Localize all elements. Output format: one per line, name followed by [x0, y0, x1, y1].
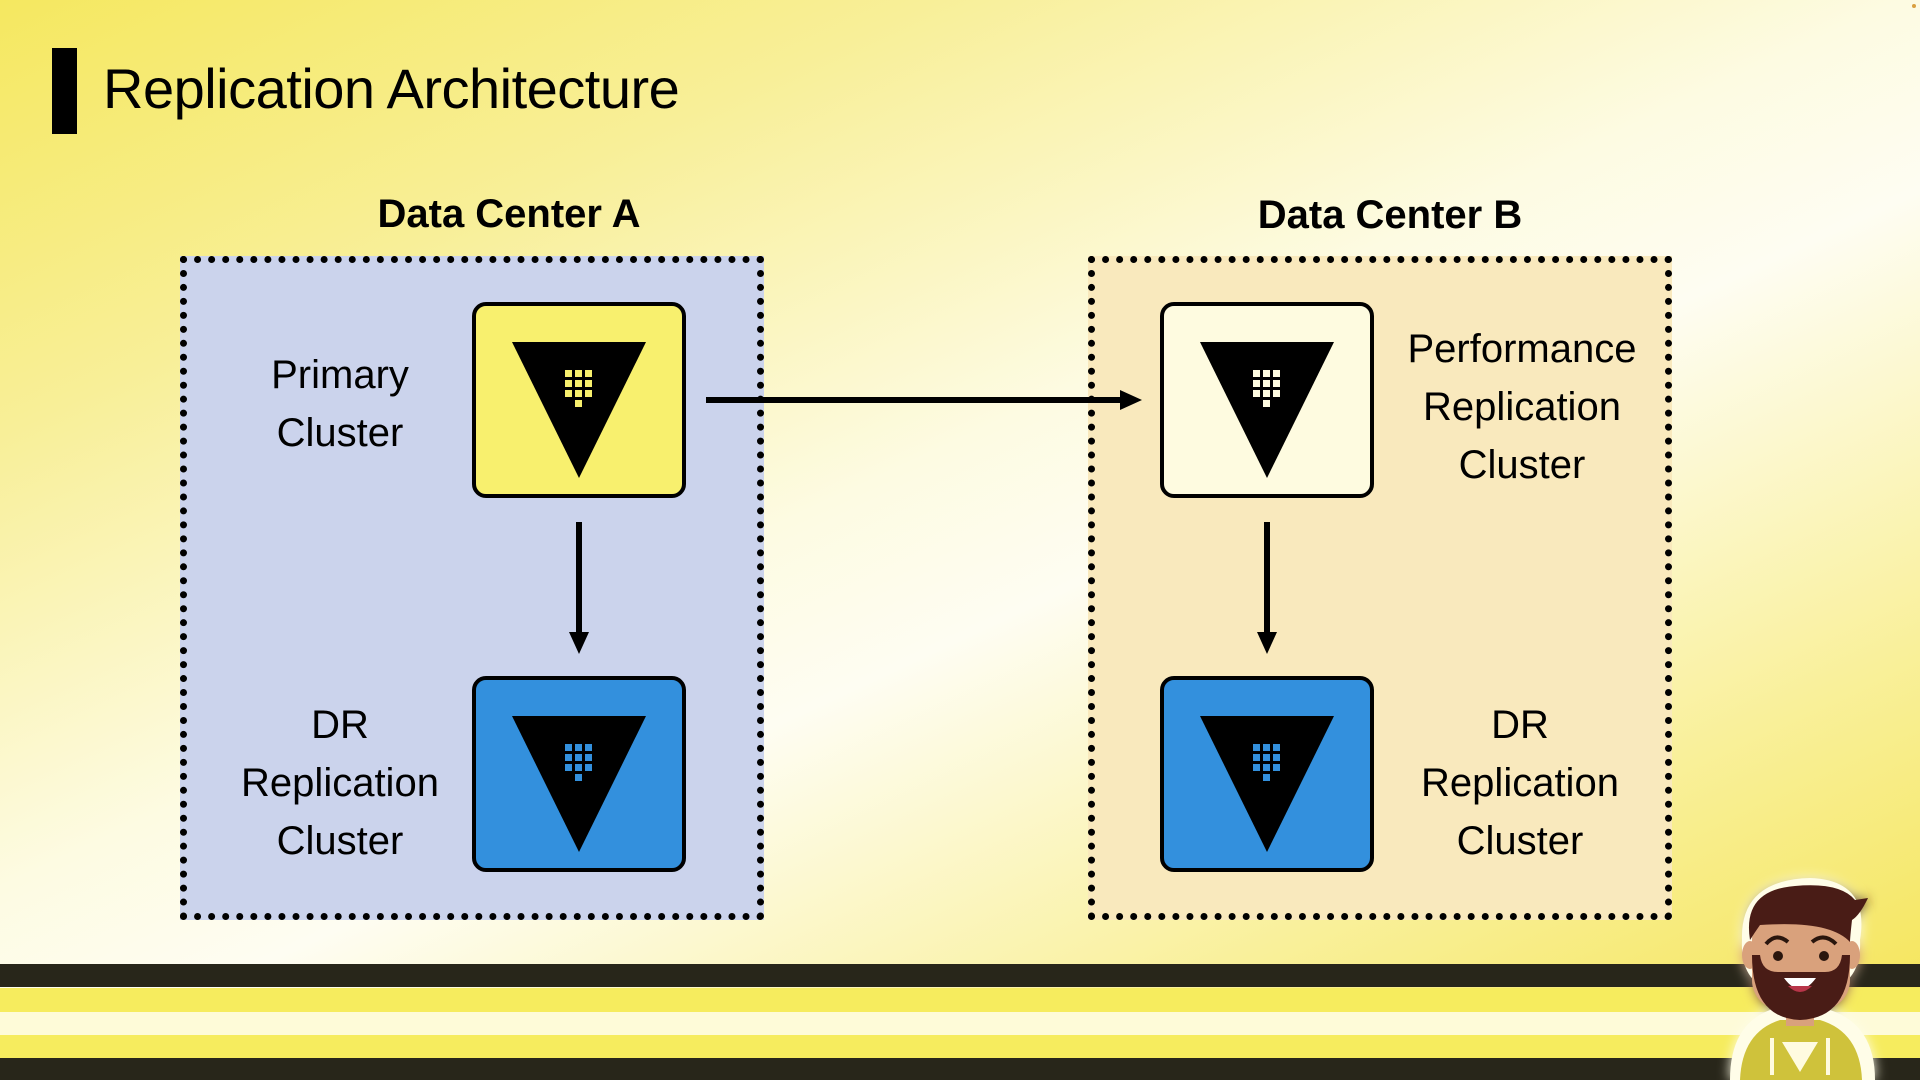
vault-keypad-cell — [1263, 400, 1270, 407]
vault-keypad-cell — [565, 380, 572, 387]
stripe-light — [0, 1012, 1920, 1035]
vault-keypad-cell — [1273, 370, 1280, 377]
vault-keypad-cell — [565, 754, 572, 761]
vault-keypad-cell — [1263, 774, 1270, 781]
vault-keypad-cell — [575, 380, 582, 387]
vault-keypad-cell — [575, 744, 582, 751]
stripe-dark-top — [0, 964, 1920, 987]
label-line: DR — [1491, 703, 1549, 747]
vault-keypad-cell — [1263, 370, 1270, 377]
label-line: Cluster — [276, 411, 404, 455]
vault-keypad-cell — [585, 744, 592, 751]
data-center-b-title: Data Center B — [1257, 193, 1523, 237]
vault-triangle — [512, 342, 646, 478]
dc-a-dr-replication-cluster-node[interactable] — [472, 676, 686, 872]
vault-keypad-cell — [1273, 754, 1280, 761]
corner-marker — [1912, 4, 1916, 8]
vault-keypad-cell — [585, 390, 592, 397]
label-line: Performance — [1407, 327, 1637, 371]
primary-cluster-node[interactable] — [472, 302, 686, 498]
label-line: Cluster — [1456, 819, 1584, 863]
vault-triangle — [512, 716, 646, 852]
label-line: DR — [311, 703, 369, 747]
arrow-primary-to-dr-a — [569, 522, 589, 654]
vault-keypad-cell — [565, 390, 572, 397]
label-line: Replication — [1421, 761, 1619, 805]
vault-icon — [512, 716, 646, 852]
vault-keypad-cell — [1263, 390, 1270, 397]
vault-keypad-cell — [575, 754, 582, 761]
title-accent-bar — [52, 48, 77, 134]
vault-icon — [1200, 716, 1334, 852]
vault-keypad-cell — [565, 764, 572, 771]
vault-icon — [512, 342, 646, 478]
vault-keypad-cell — [1253, 370, 1260, 377]
vault-keypad-cell — [585, 764, 592, 771]
vault-keypad-cell — [1273, 390, 1280, 397]
vault-keypad-cell — [1253, 380, 1260, 387]
performance-replication-cluster-node[interactable] — [1160, 302, 1374, 498]
label-line: Replication — [241, 761, 439, 805]
performance-replication-cluster-label: Performance Replication Cluster — [1392, 320, 1652, 494]
dc-a-dr-replication-cluster-label: DR Replication Cluster — [220, 696, 460, 870]
arrow-primary-to-performance — [706, 390, 1142, 410]
vault-keypad-cell — [1253, 744, 1260, 751]
vault-keypad-cell — [565, 744, 572, 751]
vault-keypad-cell — [1253, 764, 1260, 771]
vault-keypad-cell — [1273, 764, 1280, 771]
presenter-avatar-icon — [1730, 878, 1875, 1080]
vault-keypad-cell — [1273, 380, 1280, 387]
primary-cluster-label: Primary Cluster — [240, 346, 440, 462]
vault-keypad-cell — [1253, 390, 1260, 397]
vault-keypad-cell — [1253, 754, 1260, 761]
vault-keypad-cell — [585, 380, 592, 387]
arrow-performance-to-dr-b — [1257, 522, 1277, 654]
vault-keypad-cell — [585, 370, 592, 377]
vault-keypad-cell — [1263, 754, 1270, 761]
vault-triangle — [1200, 716, 1334, 852]
label-line: Cluster — [1458, 443, 1586, 487]
vault-icon — [1200, 342, 1334, 478]
stripe-dark-bottom — [0, 1058, 1920, 1080]
vault-triangle — [1200, 342, 1334, 478]
label-line: Replication — [1423, 385, 1621, 429]
data-center-a-title: Data Center A — [377, 192, 641, 236]
dc-b-dr-replication-cluster-node[interactable] — [1160, 676, 1374, 872]
vault-keypad-cell — [575, 400, 582, 407]
vault-keypad-cell — [1263, 380, 1270, 387]
label-line: Cluster — [276, 819, 404, 863]
label-line: Primary — [271, 353, 409, 397]
vault-keypad-cell — [575, 764, 582, 771]
vault-keypad-cell — [575, 390, 582, 397]
vault-keypad-cell — [1273, 744, 1280, 751]
slide-title: Replication Architecture — [103, 57, 680, 120]
stripe-yellow-2 — [0, 1035, 1920, 1058]
vault-keypad-cell — [1263, 764, 1270, 771]
stripe-yellow-1 — [0, 988, 1920, 1012]
vault-keypad-cell — [585, 754, 592, 761]
vault-keypad-cell — [565, 370, 572, 377]
vault-keypad-cell — [1263, 744, 1270, 751]
vault-keypad-cell — [575, 370, 582, 377]
vault-keypad-cell — [575, 774, 582, 781]
dc-b-dr-replication-cluster-label: DR Replication Cluster — [1400, 696, 1640, 870]
